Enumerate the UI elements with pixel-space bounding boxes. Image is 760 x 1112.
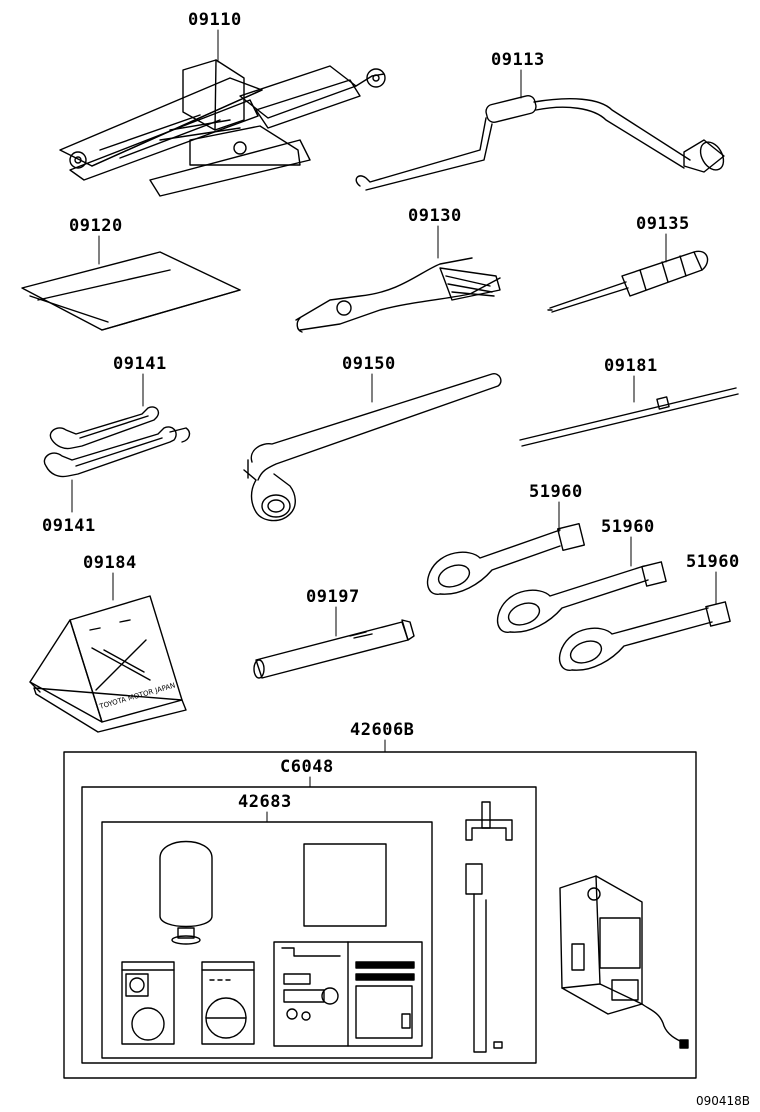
- label-card-left: [121, 961, 175, 1045]
- wrench-09141: [43, 406, 191, 478]
- part-label-c6048: C6048: [280, 757, 334, 777]
- sealant-bottle: [159, 840, 213, 945]
- kit-box-42606b: [63, 751, 697, 1079]
- part-label-09120: 09120: [69, 216, 123, 236]
- compressor: [559, 875, 689, 1049]
- lug-wrench-09150: [243, 373, 502, 522]
- triangle-stamp-text: TOYOTA MOTOR JAPAN: [98, 681, 177, 711]
- kit-box-c6048: [81, 786, 537, 1064]
- part-label-51960-c: 51960: [686, 552, 740, 572]
- part-label-09141-top: 09141: [113, 354, 167, 374]
- illustration-code: 090418B: [695, 1094, 750, 1108]
- towing-eye-51960-b: [496, 561, 667, 633]
- scissor-jack-09110: [59, 59, 386, 197]
- part-label-09130: 09130: [408, 206, 462, 226]
- kit-box-42683: [101, 821, 433, 1059]
- part-label-09141-bottom: 09141: [42, 516, 96, 536]
- label-card-middle: [201, 961, 255, 1045]
- part-label-09113: 09113: [491, 50, 545, 70]
- part-label-09110: 09110: [188, 10, 242, 30]
- pliers-09130: [295, 257, 501, 333]
- towing-eye-51960-c: [558, 601, 731, 671]
- screwdriver-09135: [547, 250, 709, 313]
- manual-booklet: [273, 941, 423, 1047]
- leader-lines: [71, 29, 717, 823]
- jack-handle-09113: [355, 95, 725, 191]
- part-label-09135: 09135: [636, 214, 690, 234]
- tool-bag-09120: [21, 251, 241, 331]
- part-label-09184: 09184: [83, 553, 137, 573]
- part-label-51960-a: 51960: [529, 482, 583, 502]
- warning-triangle-09184: TOYOTA MOTOR JAPAN: [29, 595, 187, 733]
- towing-eye-51960-a: [426, 522, 586, 595]
- part-label-42606b: 42606B: [350, 720, 415, 740]
- part-label-09181: 09181: [604, 356, 658, 376]
- part-label-42683: 42683: [238, 792, 292, 812]
- part-label-09197: 09197: [306, 587, 360, 607]
- tool-09197: [253, 619, 415, 679]
- instruction-sheet: [303, 843, 387, 927]
- part-label-51960-b: 51960: [601, 517, 655, 537]
- rod-09181: [519, 387, 739, 447]
- hose-part: [465, 801, 513, 1053]
- part-label-09150: 09150: [342, 354, 396, 374]
